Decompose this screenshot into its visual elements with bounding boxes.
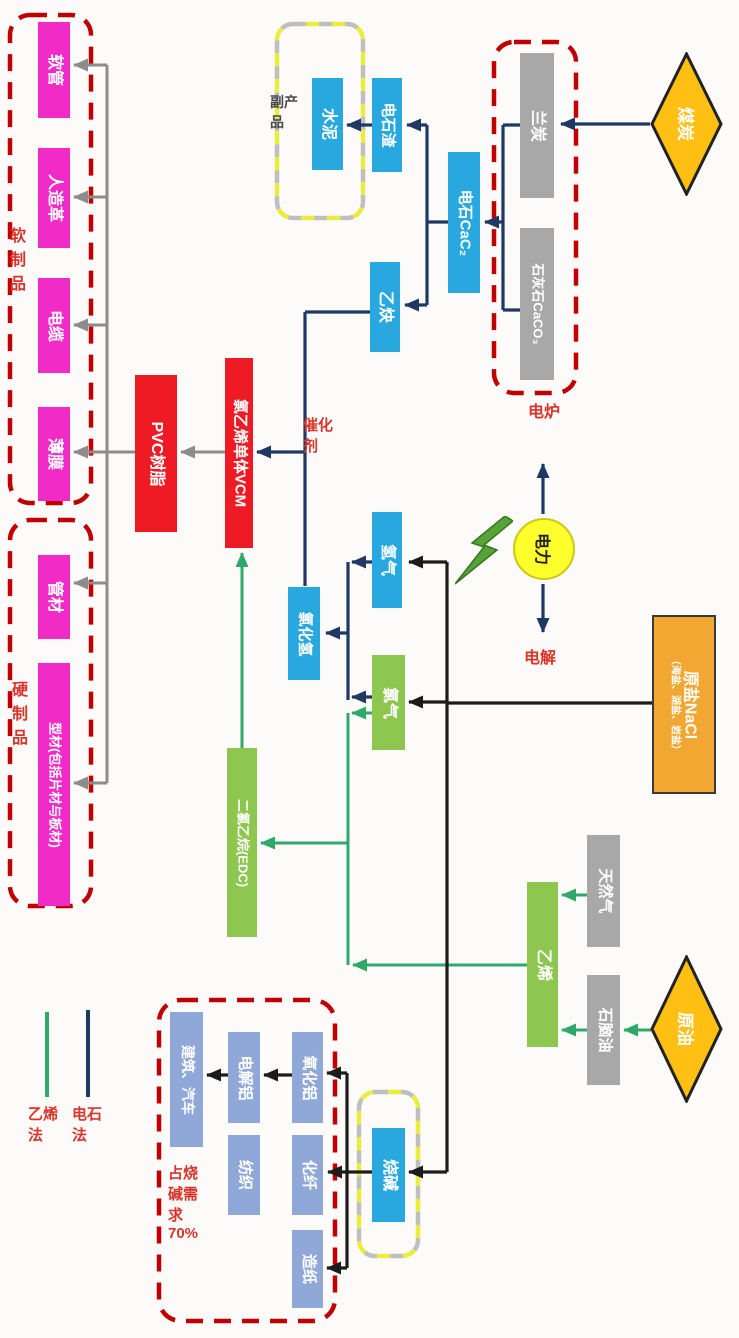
node-power-label: 电力	[533, 532, 550, 566]
node-chemical-fiber: 化纤	[292, 1135, 323, 1215]
node-hydrogen: 氢气	[372, 512, 402, 608]
node-naphtha: 石脑油	[587, 975, 620, 1085]
carbide-route-lines	[256, 117, 650, 704]
node-chlorine-label: 氯气	[380, 686, 398, 719]
label-byproduct-text: 副产品	[270, 94, 298, 130]
node-paper-label: 造纸	[299, 1253, 317, 1285]
node-raw-salt: 原盐NaCl（海盐、湖盐、岩盐）	[652, 615, 716, 794]
legend-carbide-method: 电石法	[72, 1103, 106, 1171]
node-edc: 二氯乙烷(EDC)	[227, 748, 257, 937]
node-hydrogen-label: 氢气	[378, 543, 396, 577]
label-caustic-share: 占烧碱需求70%	[168, 1162, 200, 1314]
node-carbide-slag-label: 电石渣	[379, 102, 397, 148]
node-coal: 煤炭	[650, 52, 723, 196]
node-profile: 型材(包括片材与板材)	[38, 663, 70, 906]
label-hard-products-text: 硬制品	[12, 682, 29, 747]
ethylene-route-lines	[235, 552, 651, 1037]
node-natural-gas-label: 天然气	[595, 868, 613, 914]
node-naphtha-label: 石脑油	[595, 1007, 613, 1053]
product-route-lines	[73, 58, 225, 790]
node-pipe-label: 管材	[45, 580, 63, 614]
node-vcm: 氯乙烯单体VCM	[225, 358, 253, 548]
node-crude-oil-label: 原油	[675, 1012, 694, 1046]
legend-ethylene-method: 乙烯法	[28, 1103, 62, 1171]
label-electric-furnace-text: 电炉	[528, 404, 561, 421]
electrolysis-route-lines	[206, 555, 652, 1275]
node-ethylene-label: 乙烯	[534, 948, 552, 981]
node-textile-label: 纺织	[236, 1159, 254, 1191]
node-crude-oil: 原油	[650, 955, 723, 1103]
node-artificial-leather-label: 人造革	[45, 173, 63, 223]
node-caustic-soda-label: 烧碱	[380, 1158, 398, 1192]
raw-salt-main-label: 原盐NaCl	[681, 670, 699, 739]
lightning-icon	[455, 516, 513, 585]
raw-salt-sub-label: （海盐、湖盐、岩盐）	[669, 654, 681, 755]
label-electrolysis: 电解	[524, 644, 556, 698]
label-soft-products-text: 软制品	[10, 228, 27, 293]
node-paper: 造纸	[292, 1230, 323, 1308]
node-textile: 纺织	[228, 1135, 260, 1215]
node-cement: 水泥	[312, 78, 343, 170]
node-film: 薄膜	[38, 407, 70, 501]
node-carbide-slag: 电石渣	[372, 78, 402, 172]
node-hydrogen-chloride-label: 氯化氢	[296, 610, 314, 657]
node-ethylene: 乙烯	[527, 882, 558, 1047]
node-chlorine: 氯气	[372, 655, 405, 750]
label-caustic-share-text: 占烧碱需求70%	[168, 1165, 199, 1242]
node-construction-auto-label: 建筑、汽车	[179, 1044, 196, 1115]
node-electrolytic-aluminum-label: 电解铝	[236, 1054, 254, 1101]
node-artificial-leather: 人造革	[38, 148, 70, 248]
label-catalyst: 催化剂	[303, 414, 335, 486]
node-cable-label: 电缆	[45, 309, 63, 342]
label-catalyst-text: 催化剂	[303, 417, 334, 455]
legend-carbide-method-text: 电石法	[72, 1106, 103, 1144]
node-soft-hose-label: 软管	[45, 53, 63, 87]
node-vcm-label: 氯乙烯单体VCM	[231, 398, 249, 508]
node-raw-salt-label: 原盐NaCl（海盐、湖盐、岩盐）	[669, 654, 699, 755]
node-cable: 电缆	[38, 278, 70, 373]
node-calcium-carbide-label: 电石CaC₂	[456, 189, 474, 256]
node-pvc-resin: PVC树脂	[135, 375, 177, 532]
node-coal-label: 煤炭	[675, 107, 694, 141]
label-byproduct: 副产品	[270, 92, 300, 156]
node-film-label: 薄膜	[45, 437, 63, 471]
node-profile-label: 型材(包括片材与板材)	[47, 721, 63, 848]
label-hard-products: 硬制品	[12, 676, 40, 747]
node-pvc-resin-label: PVC树脂	[147, 421, 165, 486]
node-alumina: 氧化铝	[292, 1032, 323, 1123]
node-acetylene: 乙炔	[370, 262, 400, 352]
label-electrolysis-text: 电解	[524, 650, 557, 667]
node-limestone-label: 石灰石CaCO₃	[530, 263, 546, 345]
node-construction-auto: 建筑、汽车	[170, 1012, 203, 1147]
node-limestone: 石灰石CaCO₃	[520, 228, 554, 380]
label-electric-furnace: 电炉	[528, 398, 560, 456]
node-acetylene-label: 乙炔	[376, 290, 394, 324]
node-edc-label: 二氯乙烷(EDC)	[235, 798, 251, 887]
node-alumina-label: 氧化铝	[299, 1054, 317, 1101]
node-cement-label: 水泥	[319, 107, 337, 141]
node-semi-coke: 兰炭	[520, 53, 554, 198]
label-soft-products: 软制品	[10, 222, 38, 293]
node-pipe: 管材	[38, 555, 70, 639]
node-hydrogen-chloride: 氯化氢	[288, 587, 320, 680]
crude-oil-diamond-shape	[650, 955, 723, 1103]
node-caustic-soda: 烧碱	[372, 1128, 405, 1222]
node-soft-hose: 软管	[38, 22, 70, 118]
node-natural-gas: 天然气	[587, 835, 620, 947]
node-chemical-fiber-label: 化纤	[299, 1159, 317, 1191]
node-semi-coke-label: 兰炭	[528, 109, 546, 142]
node-electrolytic-aluminum: 电解铝	[228, 1032, 260, 1123]
node-power: 电力	[513, 518, 575, 580]
node-calcium-carbide: 电石CaC₂	[448, 152, 480, 293]
legend-ethylene-method-text: 乙烯法	[28, 1106, 59, 1144]
coal-diamond-shape	[650, 52, 723, 196]
